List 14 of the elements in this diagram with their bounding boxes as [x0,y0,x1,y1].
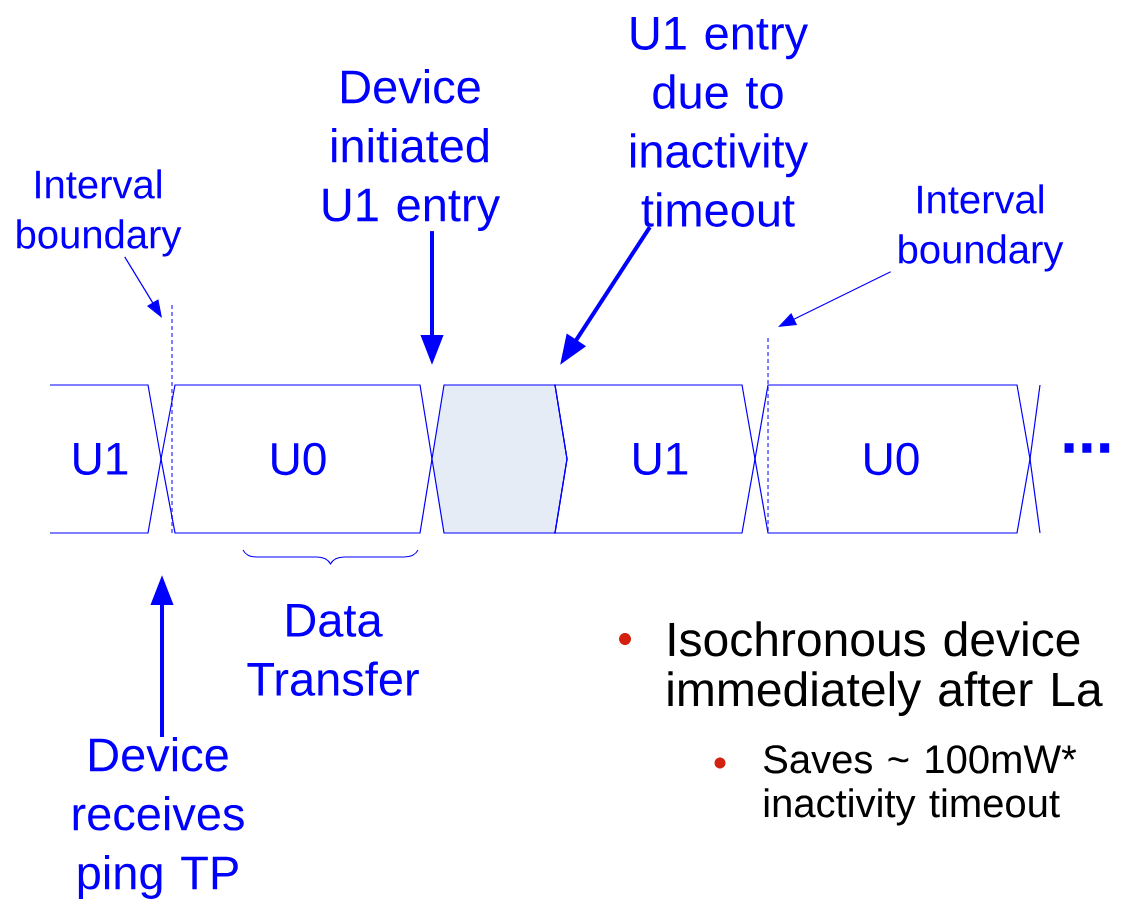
callout-text: Device initiated U1 entry [323,69,500,231]
state-segment: U1 [554,384,756,534]
arrow [124,256,162,318]
callout-text: Device receives ping TP [73,737,244,899]
bullet-text: Saves ~ 100mW* inactivity timeout [764,745,1077,826]
state-segment: U0 [160,384,433,534]
callout-text: U1 entry due to inactivity timeout [631,17,808,227]
callout-text: Interval boundary [899,184,1064,272]
shaded-segment [431,384,568,534]
brace-label: Data Transfer [247,604,419,696]
callout-text: Interval boundary [17,169,182,257]
bullet-text: Isochronous device immediately after La [668,621,1103,716]
state-segment: U1 [49,384,162,534]
state-segment: U0 [754,384,1041,534]
